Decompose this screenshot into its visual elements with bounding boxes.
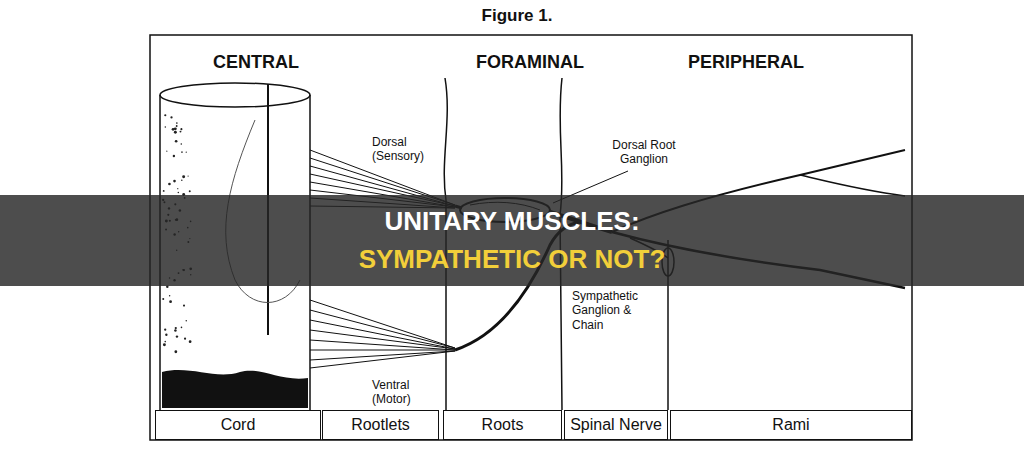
stipple-dot <box>181 327 183 329</box>
root-label: Ventral (Motor) <box>372 378 434 407</box>
stipple-dot <box>163 343 166 346</box>
cell-label: Cord <box>221 416 256 434</box>
region-heading: PERIPHERAL <box>688 52 804 74</box>
stipple-dot <box>178 192 179 193</box>
stipple-dot <box>174 350 177 353</box>
stipple-dot <box>184 338 186 340</box>
region-heading: FORAMINAL <box>476 52 584 74</box>
stipple-dot <box>176 125 178 127</box>
ganglion-label: Dorsal Root Ganglion <box>598 138 690 167</box>
stipple-dot <box>180 143 182 145</box>
region-cell: Spinal Nerve <box>564 410 668 440</box>
stipple-dot <box>165 334 167 336</box>
stipple-dot <box>169 300 172 303</box>
cord-shading <box>162 370 308 408</box>
root-label: Dorsal (Sensory) <box>372 135 434 164</box>
figure-title: Figure 1. <box>412 6 622 26</box>
region-heading: CENTRAL <box>213 52 299 74</box>
stipple-dot <box>186 152 187 153</box>
stipple-dot <box>164 341 166 343</box>
stipple-dot <box>168 183 171 186</box>
cell-label: Spinal Nerve <box>570 416 662 434</box>
stipple-dot <box>181 151 183 153</box>
banner-subtitle: SYMPATHETIC OR NOT? <box>0 244 1024 275</box>
region-cell: Roots <box>443 410 562 440</box>
stipple-dot <box>163 190 165 192</box>
stipple-dot <box>170 116 172 118</box>
stipple-dot <box>176 335 178 337</box>
stipple-dot <box>166 151 167 152</box>
chain-label: Sympathetic Ganglion & Chain <box>572 289 662 332</box>
stipple-dot <box>164 329 166 331</box>
stipple-dot <box>174 329 176 331</box>
stipple-dot <box>186 320 187 321</box>
stipple-dot <box>176 122 178 124</box>
stipple-dot <box>169 295 170 296</box>
stipple-dot <box>189 340 192 343</box>
stipple-dot <box>187 175 188 176</box>
cord-top <box>160 83 310 107</box>
stipple-dot <box>175 327 177 329</box>
banner-title: UNITARY MUSCLES: <box>0 206 1024 237</box>
ventral-rootlets <box>310 300 455 368</box>
cell-label: Rootlets <box>351 416 410 434</box>
cell-label: Rami <box>772 416 809 434</box>
stipple-dot <box>183 305 185 307</box>
region-cell: Rami <box>670 410 912 440</box>
stipple-dot <box>164 114 166 116</box>
stipple-dot <box>189 190 191 192</box>
stipple-dot <box>173 155 175 157</box>
region-cell: Rootlets <box>322 410 439 440</box>
region-cell: Cord <box>155 410 321 440</box>
stipple-dot <box>181 179 183 181</box>
ramus-branch <box>800 175 905 196</box>
stipple-dot <box>177 188 178 189</box>
stipple-dot <box>173 180 176 183</box>
cell-label: Roots <box>482 416 524 434</box>
stipple-dot <box>162 298 164 300</box>
stipple-dot <box>175 140 178 143</box>
stipple-dot <box>174 127 177 130</box>
stipple-dot <box>182 175 185 178</box>
stipple-dot <box>174 131 177 134</box>
stipple-dot <box>180 128 182 130</box>
stipple-dot <box>180 131 182 133</box>
stipple-dot <box>165 126 167 128</box>
